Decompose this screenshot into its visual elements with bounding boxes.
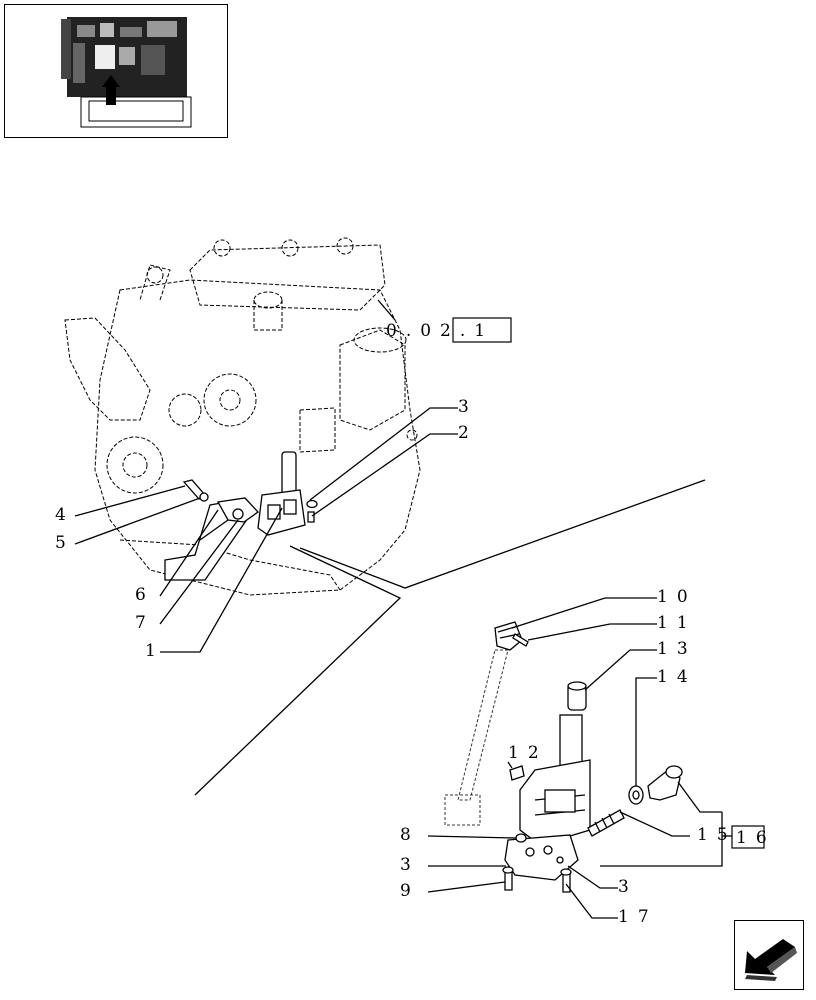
engine-thumbnail — [4, 4, 228, 138]
callout-8: 8 — [400, 825, 420, 845]
callout-14: 14 — [657, 667, 697, 687]
callout-10: 10 — [657, 587, 697, 607]
engine-thumbnail-icon — [61, 17, 192, 128]
oil-strainer-pipe — [164, 497, 259, 581]
callout-16-box — [731, 825, 765, 849]
callout-13: 13 — [657, 639, 697, 659]
callout-3-lower-right: 3 — [618, 877, 638, 897]
back-navigation-button[interactable] — [734, 920, 804, 990]
callout-7: 7 — [135, 613, 155, 633]
reference-label[interactable]: 0.02.1 — [386, 321, 494, 341]
callout-17: 17 — [618, 907, 658, 927]
callout-6: 6 — [135, 585, 155, 605]
callout-2: 2 — [458, 423, 478, 443]
oil-pump-assembled — [257, 451, 306, 536]
callout-5: 5 — [55, 533, 75, 553]
callout-4: 4 — [55, 505, 75, 525]
callout-9: 9 — [400, 881, 420, 901]
callout-11: 11 — [657, 613, 697, 633]
callout-3-upper: 3 — [458, 397, 478, 417]
callout-12: 12 — [508, 743, 548, 763]
callout-15: 15 — [697, 825, 737, 845]
reference-box — [452, 317, 512, 343]
callout-3-lower-left: 3 — [400, 855, 420, 875]
pump-exploded-detail — [444, 621, 683, 893]
callout-16: 16 — [736, 828, 776, 848]
detail-leader-lines — [194, 479, 706, 796]
callout-leaders — [74, 299, 732, 919]
engine-block-ghost — [64, 237, 421, 596]
engine-bolts — [182, 479, 318, 523]
callout-1: 1 — [145, 641, 165, 661]
back-arrow-icon — [745, 939, 797, 981]
